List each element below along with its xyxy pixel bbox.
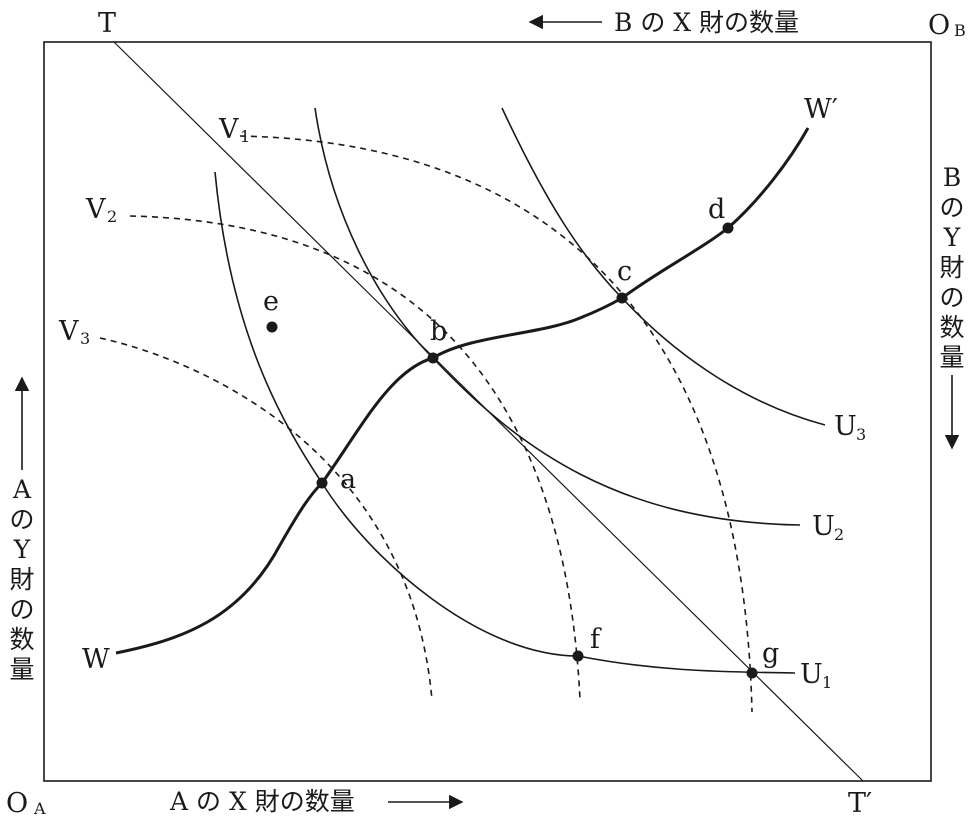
label-v3-sub: 3 (80, 329, 90, 348)
label-b: b (430, 316, 447, 347)
point-f (572, 650, 584, 662)
point-d (722, 222, 734, 234)
left-axis-char: 財 (9, 565, 34, 594)
label-w-prime: W′ (804, 94, 838, 125)
a-indifference-curve-u1 (214, 171, 796, 674)
label-v2-sub: 2 (107, 207, 117, 226)
left-axis-char: 数 (9, 625, 34, 654)
point-a (316, 477, 328, 489)
label-w: W (82, 644, 110, 675)
label-e: e (263, 286, 279, 317)
label-u2-sub: 2 (834, 525, 844, 544)
left-axis-char: A (12, 475, 32, 504)
point-c (616, 292, 628, 304)
right-axis-char: の (939, 283, 964, 312)
right-axis-char: 財 (939, 253, 964, 282)
label-oa-main: O (6, 788, 28, 819)
label-d: d (708, 194, 725, 225)
left-axis-char: の (9, 505, 34, 534)
label-t: T (98, 8, 116, 39)
label-a: a (340, 464, 356, 495)
left-axis-char: Y (13, 535, 31, 564)
label-f: f (590, 624, 602, 655)
point-b (427, 352, 439, 364)
bottom-axis-label: A の X 財の数量 (169, 787, 355, 816)
label-oa-sub: A (33, 799, 46, 818)
label-c: c (617, 256, 632, 287)
left-axis-char: の (9, 595, 34, 624)
b-indifference-curve-v1 (239, 135, 753, 713)
label-u1-sub: 1 (822, 673, 832, 692)
b-indifference-curve-v3 (99, 337, 433, 701)
a-indifference-curve-u3 (501, 107, 826, 426)
edgeworth-box-frame (43, 41, 932, 782)
label-u1-main: U (800, 659, 823, 690)
label-u2-main: U (812, 511, 835, 542)
right-axis-char: Y (943, 223, 961, 252)
label-v1-main: V (218, 114, 239, 145)
top-axis-label: B の X 財の数量 (614, 8, 799, 37)
label-v1-sub: 1 (240, 127, 250, 146)
point-e (266, 321, 278, 333)
label-v2-main: V (85, 194, 106, 225)
label-g: g (762, 638, 779, 669)
label-t-prime: T′ (848, 788, 872, 819)
right-axis-char: の (939, 193, 964, 222)
b-indifference-curve-v2 (129, 215, 581, 701)
contract-curve-ww (115, 127, 810, 655)
label-ob-sub: B (954, 21, 966, 40)
label-v3-main: V (58, 316, 79, 347)
right-axis-char: 量 (939, 343, 964, 372)
label-u3-sub: 3 (856, 425, 866, 444)
label-u3-main: U (834, 411, 857, 442)
right-axis-label: B の Y 財 の 数 量 (939, 163, 964, 372)
left-axis-char: 量 (9, 655, 34, 684)
right-axis-char: B (943, 163, 961, 192)
left-axis-label: A の Y 財 の 数 量 (9, 475, 34, 684)
right-axis-char: 数 (939, 313, 964, 342)
a-indifference-curve-u2 (314, 107, 801, 526)
label-ob-main: O (928, 10, 950, 41)
point-g (746, 667, 758, 679)
